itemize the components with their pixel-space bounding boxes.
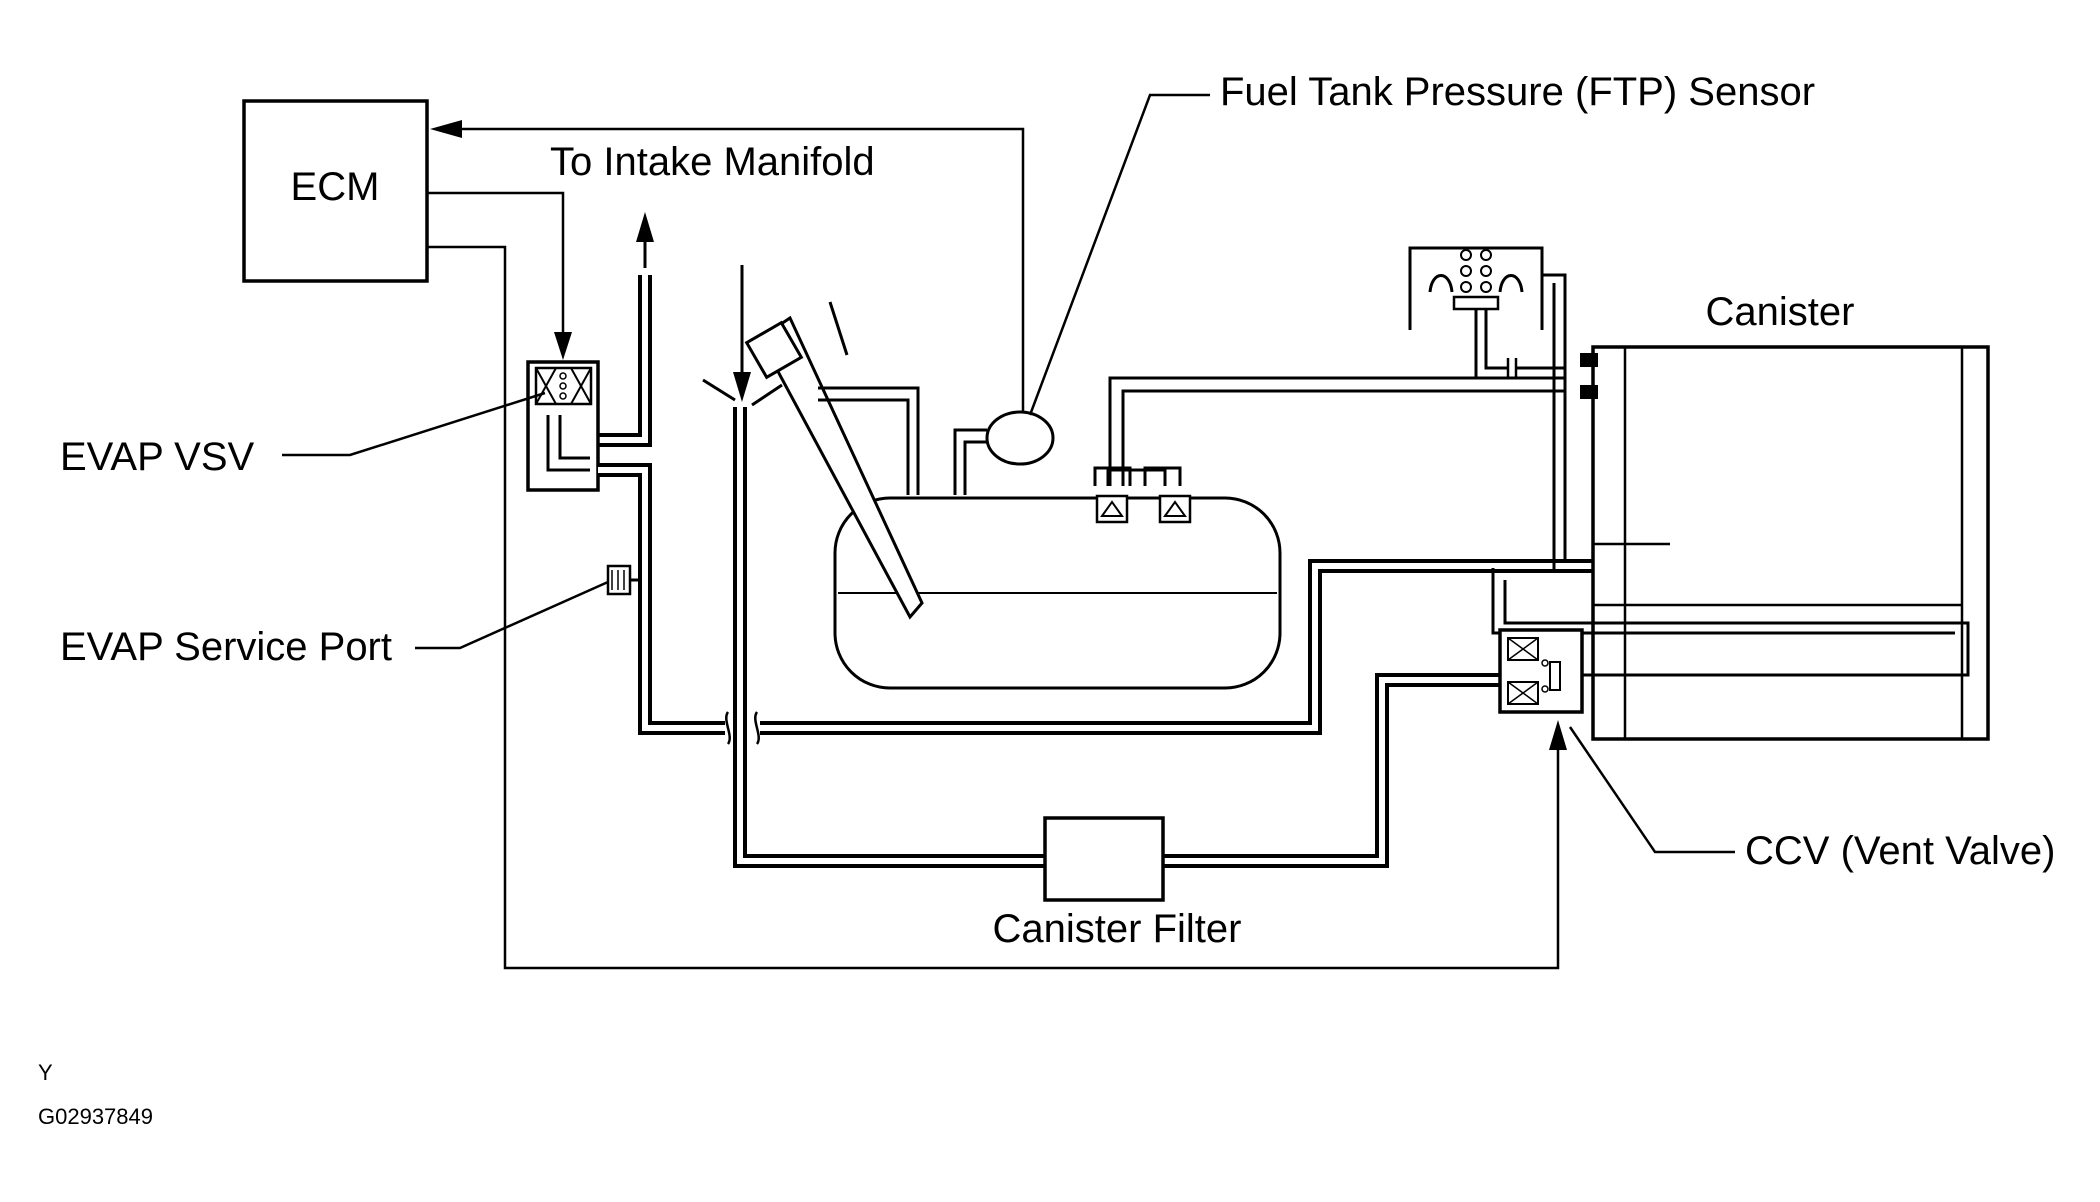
service-port-label: EVAP Service Port: [60, 625, 392, 669]
ccv-leader: [1568, 726, 1735, 854]
figure-code: G02937849: [38, 1104, 153, 1129]
evap-service-port: [606, 564, 638, 596]
filler-inlet-arrow-icon: [733, 372, 751, 402]
intake-pipe: To Intake Manifold: [550, 140, 875, 447]
service-port-leader: [415, 580, 609, 650]
ftp-to-ecm-arrow-icon: [430, 120, 462, 138]
intake-label: To Intake Manifold: [550, 140, 875, 184]
canister-filter-label: Canister Filter: [993, 907, 1242, 951]
canister: Canister: [1491, 290, 1990, 741]
tank-vapor-lines: [818, 376, 1565, 524]
intake-arrow-icon: [636, 212, 654, 242]
evap-vsv-label: EVAP VSV: [60, 435, 255, 479]
fuel-tank: [744, 301, 1282, 690]
ccv-label: CCV (Vent Valve): [1745, 829, 2056, 873]
filler-inlet-line: [702, 265, 1500, 868]
evap-vsv-leader: [282, 391, 546, 457]
ecm-to-vsv-arrow-icon: [554, 332, 572, 360]
ecm-label: ECM: [291, 165, 380, 209]
ccv-vent-valve: [1498, 628, 1584, 714]
pressure-switching-valve: [1408, 246, 1567, 570]
evap-vsv: [526, 360, 600, 492]
ecm-wires: [427, 120, 1567, 970]
canister-filter: Canister Filter: [993, 816, 1242, 951]
ftp-sensor-leader: [1028, 93, 1210, 416]
ecm-to-ccv-arrow-icon: [1549, 720, 1567, 750]
ftp-sensor-label: Fuel Tank Pressure (FTP) Sensor: [1220, 70, 1815, 114]
ecm-box: ECM: [242, 99, 429, 283]
canister-label: Canister: [1706, 290, 1855, 334]
ftp-sensor: [953, 410, 1055, 495]
footer-letter: Y: [38, 1060, 53, 1085]
purge-line: [598, 463, 1598, 745]
